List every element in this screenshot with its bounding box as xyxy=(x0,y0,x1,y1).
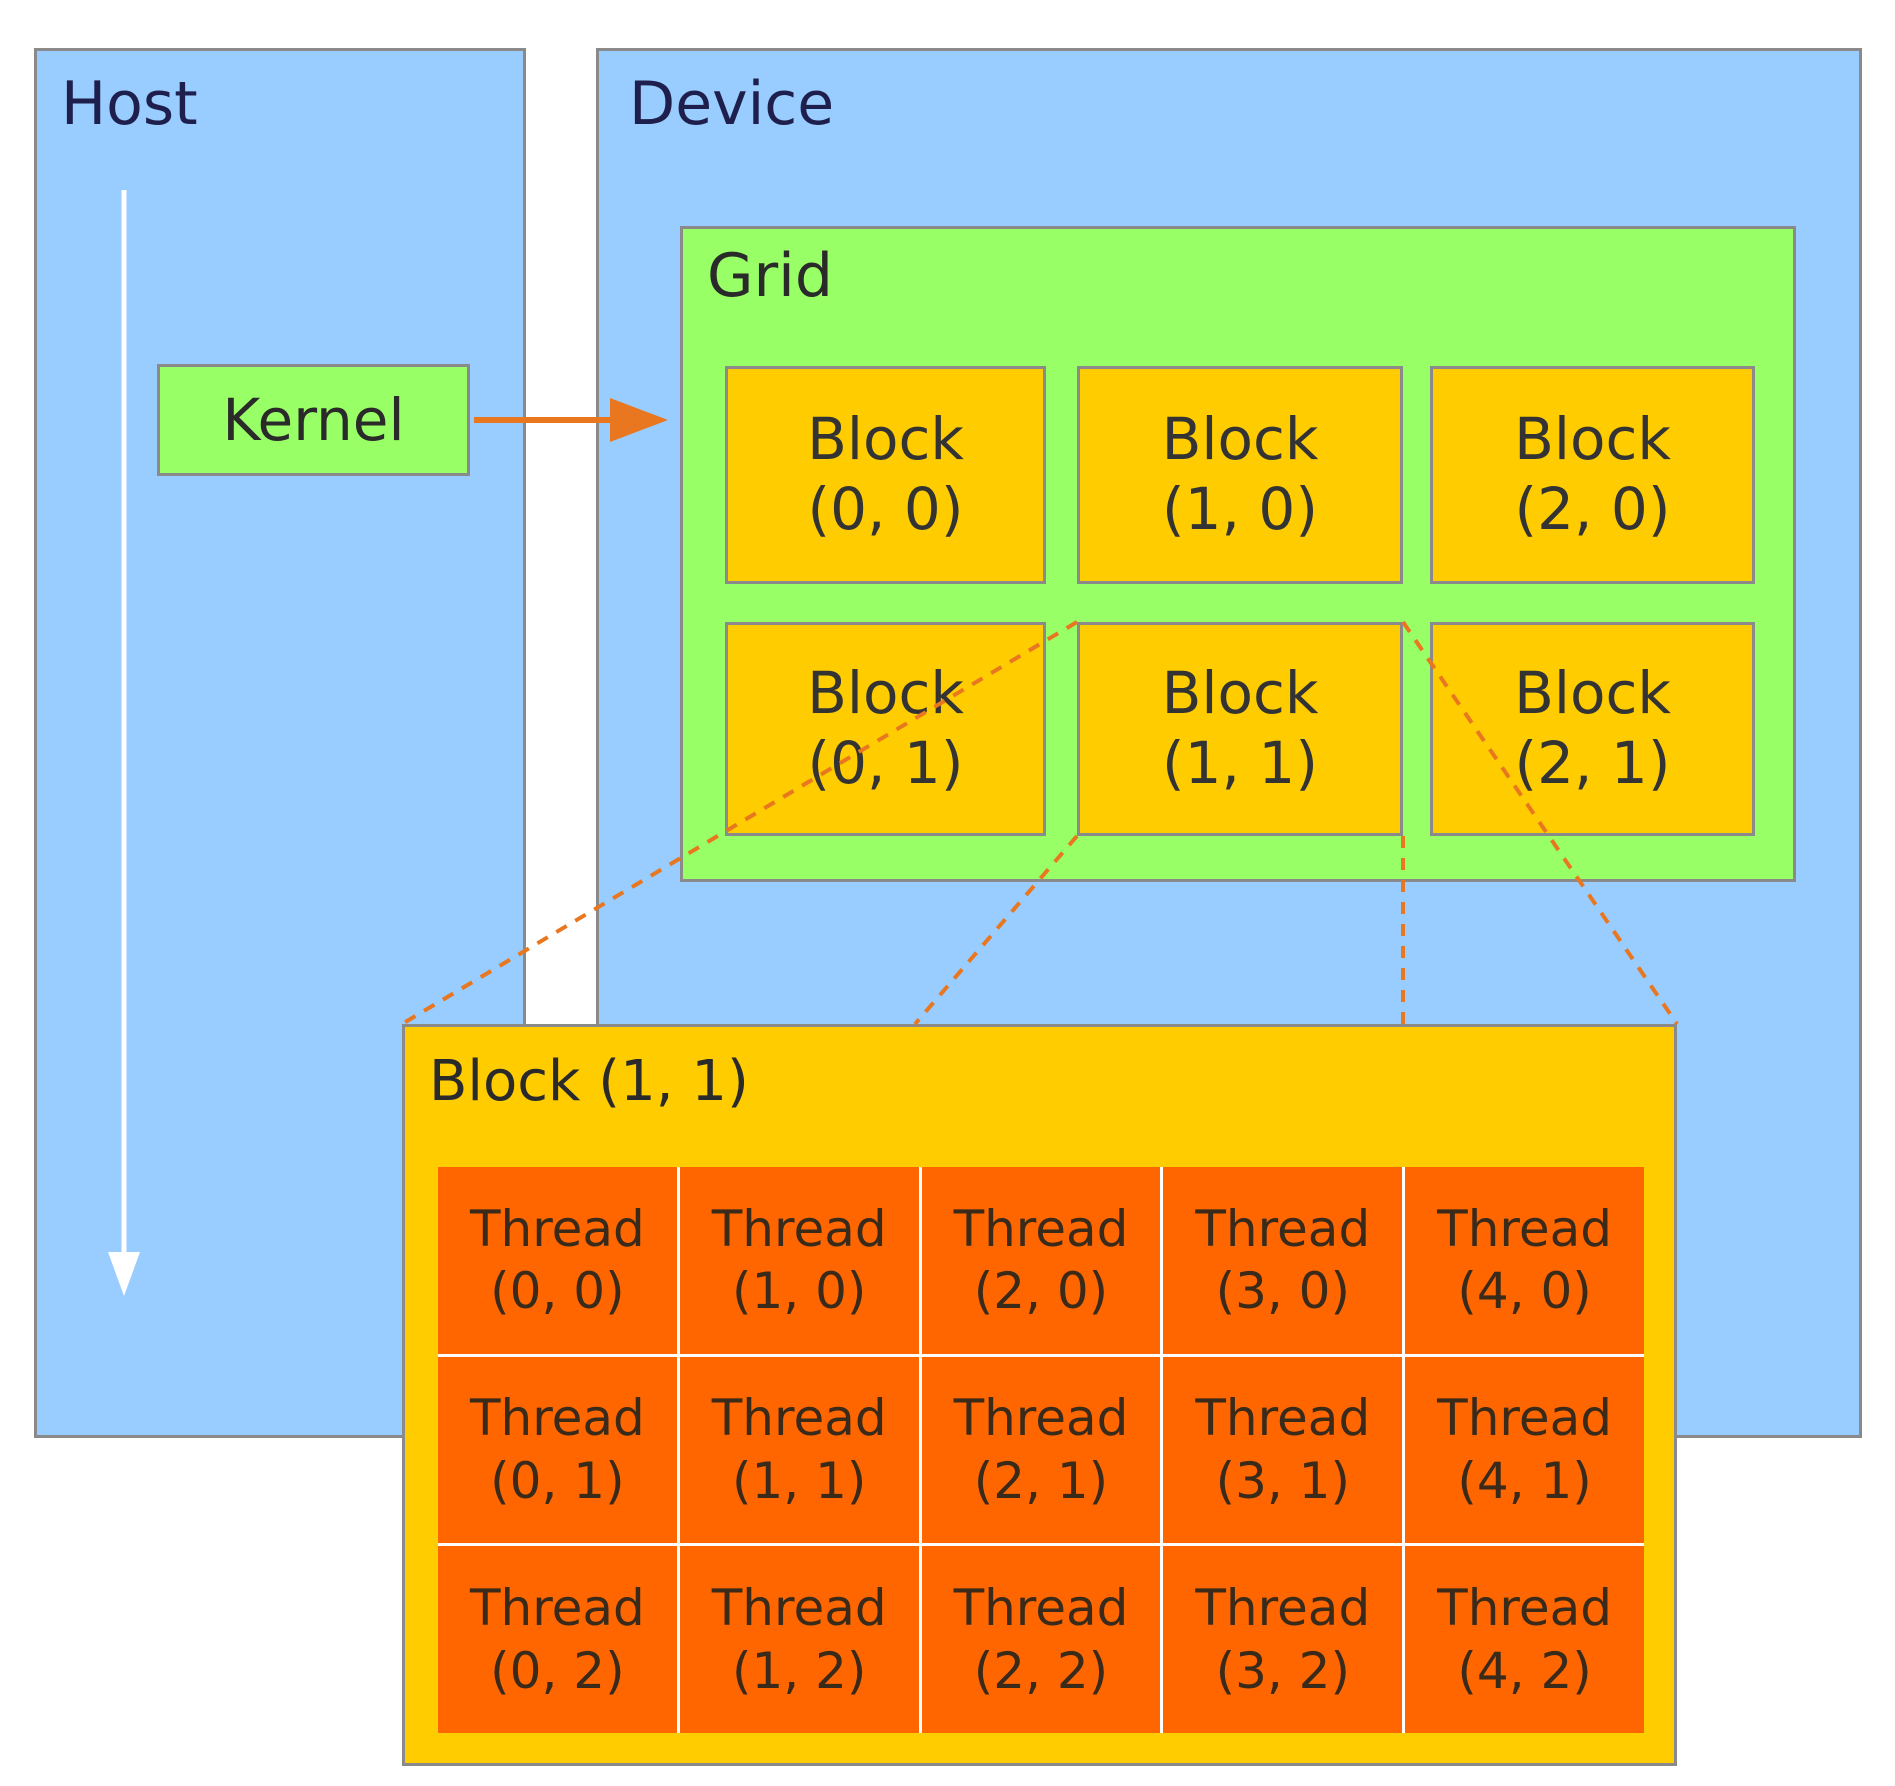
thread-coord: (4, 2) xyxy=(1457,1641,1592,1700)
block-coord: (2, 1) xyxy=(1514,729,1671,797)
grid-block: Block (1, 1) xyxy=(1077,622,1403,836)
thread-label: Thread xyxy=(469,1389,645,1448)
grid-block: Block (2, 0) xyxy=(1430,366,1755,584)
thread-coord: (2, 1) xyxy=(973,1451,1109,1510)
thread-coord: (0, 2) xyxy=(490,1641,625,1700)
thread-cell: Thread(2, 1) xyxy=(921,1356,1161,1544)
thread-cell: Thread(2, 2) xyxy=(921,1546,1161,1733)
grid-block: Block (2, 1) xyxy=(1430,622,1755,836)
thread-coord: (0, 1) xyxy=(490,1451,625,1510)
block-coord: (0, 1) xyxy=(807,729,964,797)
thread-cell: Thread(3, 2) xyxy=(1163,1546,1403,1733)
thread-cell: Thread(4, 0) xyxy=(1405,1167,1644,1354)
thread-cell: Thread(1, 1) xyxy=(679,1356,919,1544)
thread-coord: (3, 1) xyxy=(1215,1451,1350,1510)
thread-label: Thread xyxy=(469,1199,645,1258)
block-label: Block xyxy=(807,405,964,474)
thread-coord: (3, 2) xyxy=(1215,1641,1350,1700)
block-coord: (2, 0) xyxy=(1514,475,1671,543)
thread-label: Thread xyxy=(1437,1199,1613,1258)
grid-title: Grid xyxy=(707,241,833,311)
thread-cell: Thread(0, 0) xyxy=(438,1167,677,1354)
thread-coord: (4, 1) xyxy=(1457,1451,1592,1510)
thread-cell: Thread(4, 2) xyxy=(1405,1546,1644,1733)
thread-coord: (0, 0) xyxy=(490,1262,625,1321)
thread-cell: Thread(1, 2) xyxy=(679,1546,919,1733)
thread-cell: Thread(3, 1) xyxy=(1163,1356,1403,1544)
thread-cell: Thread(0, 1) xyxy=(438,1356,677,1544)
thread-coord: (1, 1) xyxy=(731,1451,867,1510)
thread-label: Thread xyxy=(1195,1389,1371,1448)
thread-coord: (2, 0) xyxy=(973,1262,1109,1321)
grid-block: Block (1, 0) xyxy=(1077,366,1403,584)
thread-label: Thread xyxy=(1437,1389,1613,1448)
thread-cell: Thread(2, 0) xyxy=(921,1167,1161,1354)
thread-label: Thread xyxy=(711,1199,887,1258)
thread-cell: Thread(0, 2) xyxy=(438,1546,677,1733)
kernel-label: Kernel xyxy=(222,386,405,454)
thread-label: Thread xyxy=(953,1579,1129,1638)
expanded-block-title: Block (1, 1) xyxy=(429,1049,749,1114)
expanded-block: Block (1, 1) Thread(0, 0) Thread(1, 0) T… xyxy=(402,1024,1677,1766)
grid-block: Block (0, 0) xyxy=(725,366,1046,584)
block-label: Block xyxy=(807,659,964,728)
thread-cell: Thread(4, 1) xyxy=(1405,1356,1644,1544)
thread-label: Thread xyxy=(1437,1579,1613,1638)
block-label: Block xyxy=(1514,659,1671,728)
thread-coord: (3, 0) xyxy=(1215,1262,1350,1321)
block-label: Block xyxy=(1514,405,1671,474)
block-label: Block xyxy=(1161,405,1319,474)
thread-coord: (2, 2) xyxy=(973,1641,1109,1700)
block-label: Block xyxy=(1161,659,1319,728)
thread-coord: (1, 0) xyxy=(731,1262,867,1321)
thread-cell: Thread(3, 0) xyxy=(1163,1167,1403,1354)
thread-label: Thread xyxy=(1195,1199,1371,1258)
thread-label: Thread xyxy=(711,1389,887,1448)
grid-block: Block (0, 1) xyxy=(725,622,1046,836)
thread-coord: (1, 2) xyxy=(731,1641,867,1700)
thread-label: Thread xyxy=(953,1389,1129,1448)
host-title: Host xyxy=(61,69,198,139)
block-coord: (1, 1) xyxy=(1162,729,1318,797)
thread-coord: (4, 0) xyxy=(1457,1262,1592,1321)
thread-label: Thread xyxy=(711,1579,887,1638)
thread-cell: Thread(1, 0) xyxy=(679,1167,919,1354)
thread-label: Thread xyxy=(953,1199,1129,1258)
device-title: Device xyxy=(629,69,835,139)
block-coord: (0, 0) xyxy=(807,475,964,543)
block-coord: (1, 0) xyxy=(1162,475,1318,543)
thread-grid: Thread(0, 0) Thread(1, 0) Thread(2, 0) T… xyxy=(438,1167,1644,1733)
kernel-box: Kernel xyxy=(157,364,470,476)
thread-label: Thread xyxy=(1195,1579,1371,1638)
thread-label: Thread xyxy=(469,1579,645,1638)
